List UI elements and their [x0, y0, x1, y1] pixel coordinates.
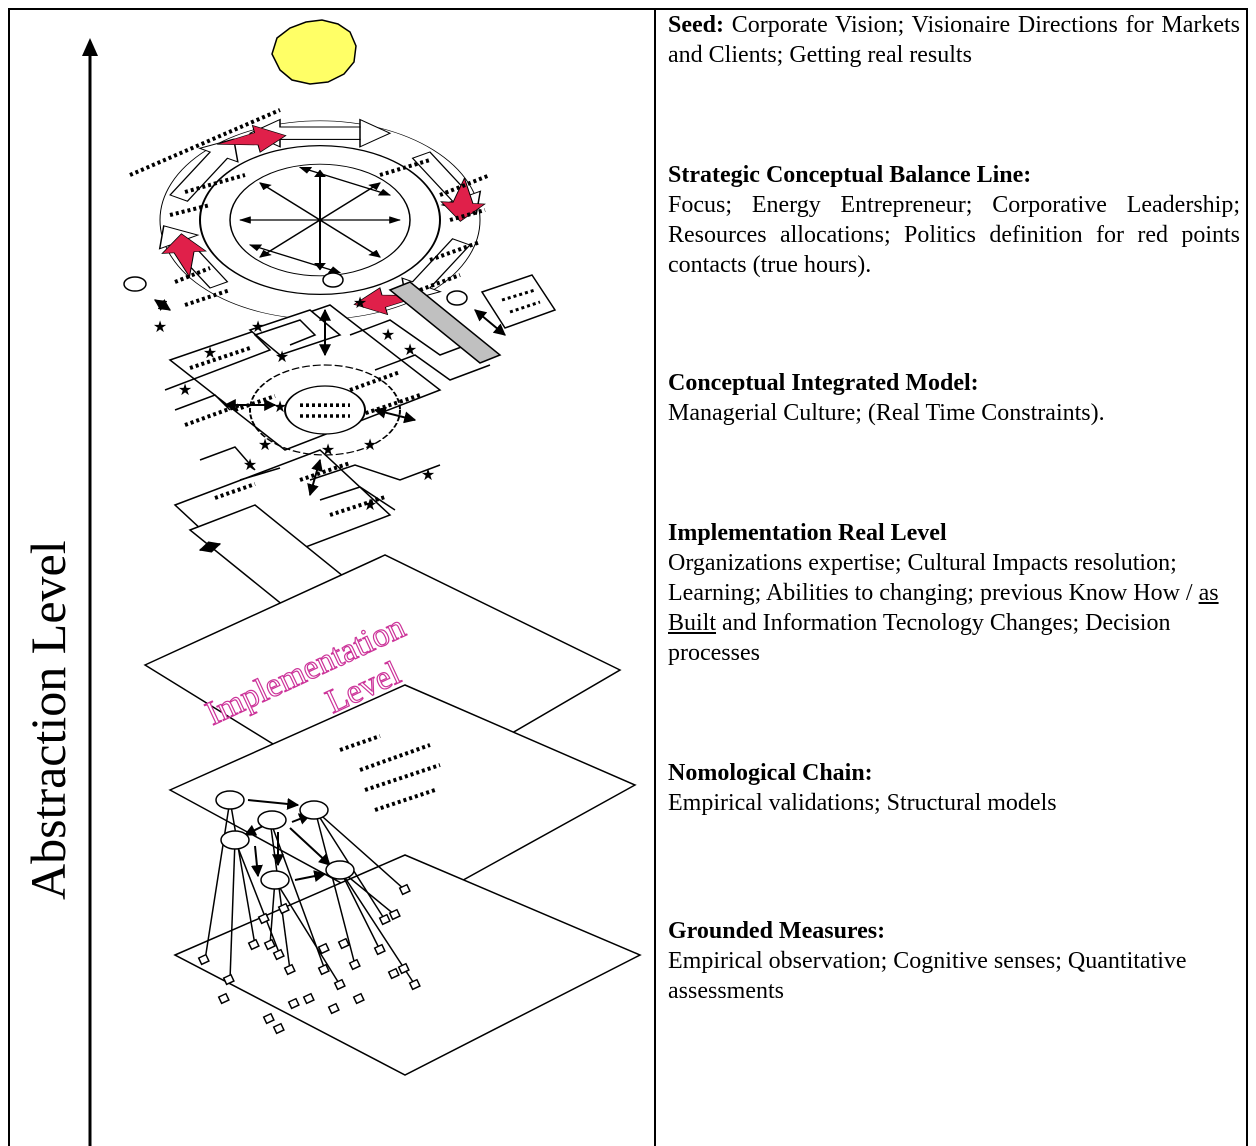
level-nomological-title: Nomological Chain:	[668, 760, 873, 786]
svg-text:★: ★	[273, 397, 287, 416]
gray-bar	[388, 281, 502, 364]
nomological-scribbles	[339, 734, 441, 812]
seed-sun-icon	[271, 19, 357, 85]
level-implementation-body: Organizations expertise; Cultural Impact…	[668, 550, 1219, 666]
level-grounded-title: Grounded Measures:	[668, 918, 886, 944]
level-nomological: Nomological Chain: Empirical validations…	[668, 758, 1240, 818]
level-conceptual: Conceptual Integrated Model: Managerial …	[668, 368, 1240, 428]
level-conceptual-body: Managerial Culture; (Real Time Constrain…	[668, 400, 1105, 426]
svg-text:★: ★	[153, 317, 167, 336]
abstraction-diagram: ★★★ ★★★ ★★★ ★★★ ★★★ Implementation Level	[82, 19, 642, 1146]
level-nomological-body: Empirical validations; Structural models	[668, 790, 1057, 816]
cross-bidirectional-arrows	[154, 299, 506, 553]
star-icons: ★★★ ★★★ ★★★ ★★★ ★★★	[153, 293, 435, 514]
strategic-wheel	[158, 118, 486, 320]
level-strategic: Strategic Conceptual Balance Line: Focus…	[668, 160, 1240, 280]
svg-text:★: ★	[258, 435, 272, 454]
svg-text:★: ★	[403, 340, 417, 359]
svg-text:★: ★	[363, 435, 377, 454]
side-note-card	[480, 274, 557, 329]
svg-text:★: ★	[381, 325, 395, 344]
level-implementation-title: Implementation Real Level	[668, 520, 947, 546]
svg-text:★: ★	[203, 343, 217, 362]
center-rings	[249, 364, 401, 456]
level-strategic-body: Focus; Energy Entrepreneur; Corporative …	[668, 192, 1240, 278]
level-implementation: Implementation Real Level Organizations …	[668, 518, 1240, 668]
abstraction-level-axis-label: Abstraction Level	[20, 540, 76, 900]
level-grounded-body: Empirical observation; Cognitive senses;…	[668, 948, 1187, 1004]
abstraction-axis-arrowhead	[82, 38, 98, 56]
measure-items	[197, 883, 421, 1035]
svg-text:★: ★	[363, 495, 377, 514]
level-seed-body: Corporate Vision; Visionaire Directions …	[668, 12, 1241, 68]
svg-text:★: ★	[275, 347, 289, 366]
level-seed: Seed: Corporate Vision; Visionaire Direc…	[668, 10, 1240, 70]
wheel-text-scribbles	[129, 108, 491, 307]
level-grounded: Grounded Measures: Empirical observation…	[668, 916, 1240, 1006]
column-divider	[654, 8, 656, 1146]
as-built-underlined: as Built	[668, 580, 1219, 636]
small-ellipse-nodes	[123, 272, 468, 306]
outer-frame	[8, 8, 1248, 1146]
level-conceptual-title: Conceptual Integrated Model:	[668, 370, 979, 396]
svg-text:★: ★	[321, 440, 335, 459]
svg-text:★: ★	[421, 465, 435, 484]
level-strategic-title: Strategic Conceptual Balance Line:	[668, 162, 1032, 188]
svg-text:★: ★	[353, 293, 367, 312]
construct-nodes	[215, 790, 355, 890]
svg-text:★: ★	[251, 317, 265, 336]
grounded-plane	[173, 854, 642, 1076]
svg-text:★: ★	[178, 380, 192, 399]
level-seed-title: Seed:	[668, 12, 724, 38]
svg-text:★: ★	[243, 455, 257, 474]
